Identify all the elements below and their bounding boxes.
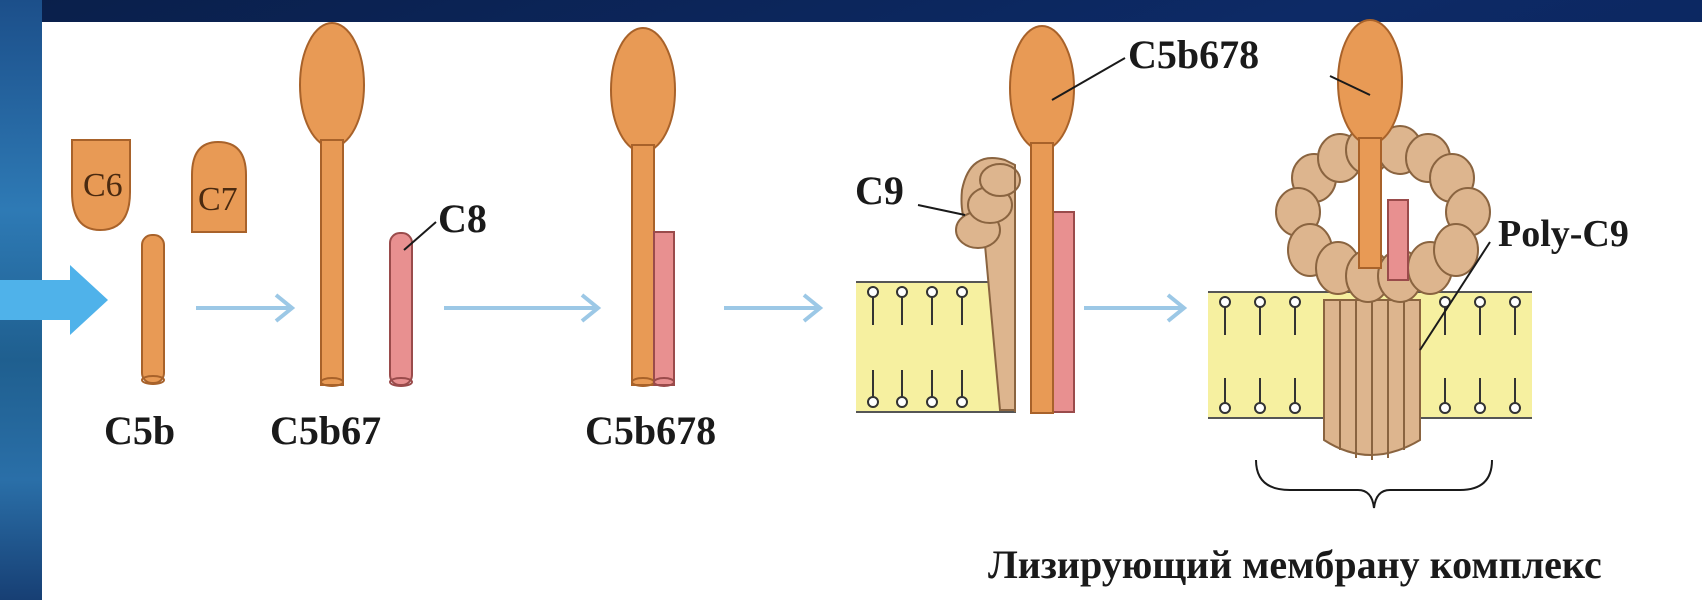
c5b67-label: C5b67 [270,408,381,453]
c6-label: C6 [83,167,123,204]
step-arrow-1 [196,295,292,321]
c9-label: C9 [855,168,904,213]
c5b67-component: C5b67 [270,23,381,453]
c5b678-component: C5b678 [585,28,716,453]
c8-label: C8 [438,196,487,241]
entry-arrow [0,265,108,335]
c5b678-label: C5b678 [585,408,716,453]
step-arrow-2 [444,295,598,321]
c8-component: C8 [390,196,487,386]
membrane-attack-complex: Poly-C9 Лизирующий мембрану комплекс [988,20,1629,587]
c7-label: C7 [198,181,238,218]
step-arrow-3 [724,295,820,321]
step-arrow-4 [1084,295,1184,321]
poly-c9-label: Poly-C9 [1498,213,1629,255]
c5b-label: C5b [104,408,175,453]
mac-caption: Лизирующий мембрану комплекс [988,542,1602,587]
c5b678-top-label: C5b678 [1128,32,1259,77]
membrane-1: C5b678 C9 [855,26,1259,413]
c6-component: C6 [72,140,130,230]
c7-component: C7 [192,142,246,232]
c5b-component: C5b [104,235,175,453]
